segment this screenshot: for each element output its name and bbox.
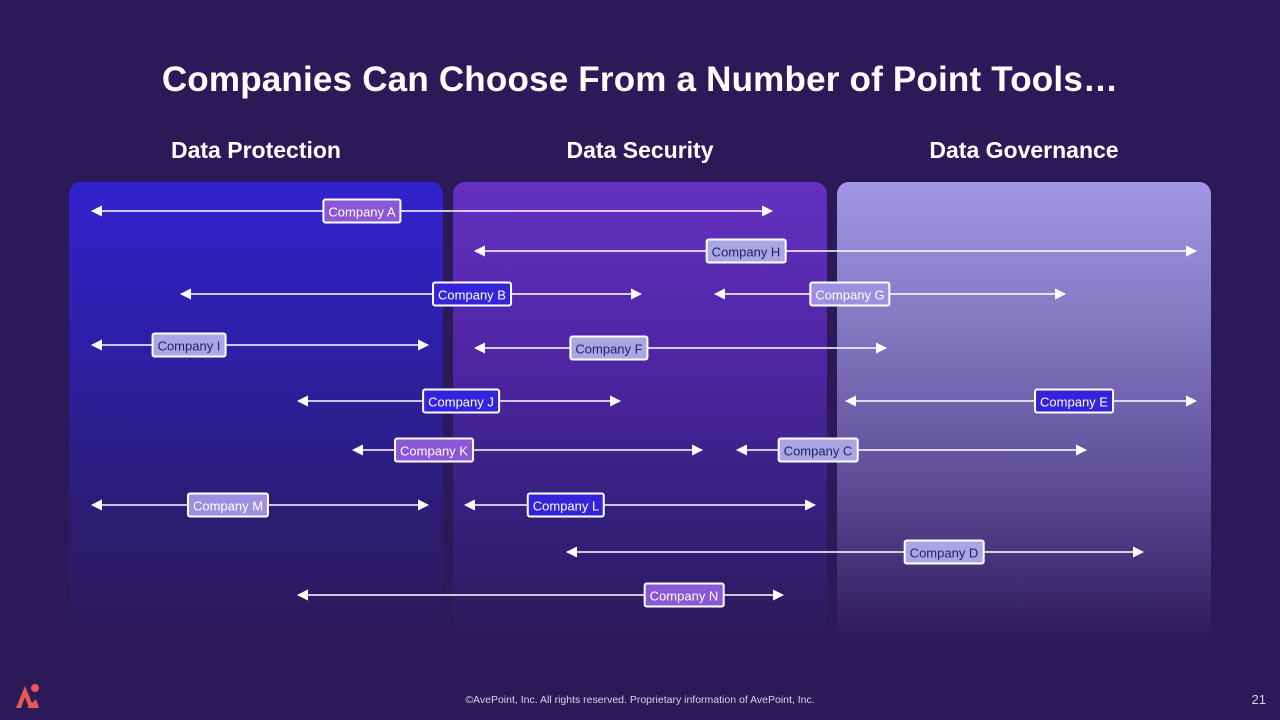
slide-title: Companies Can Choose From a Number of Po…: [161, 60, 1119, 99]
company-i-label: Company I: [151, 332, 227, 358]
company-m-label: Company M: [186, 492, 270, 518]
data-governance-panel: [837, 182, 1211, 642]
company-j-label: Company J: [422, 388, 500, 414]
company-l-label: Company L: [526, 492, 606, 518]
column-heading-data-protection: Data Protection: [171, 137, 341, 163]
page-number: 21: [1251, 692, 1266, 707]
company-g-label: Company G: [809, 281, 891, 307]
column-heading-data-governance: Data Governance: [929, 137, 1119, 163]
company-d-label: Company D: [903, 539, 985, 565]
company-n-label: Company N: [643, 582, 725, 608]
copyright-footer: ©AvePoint, Inc. All rights reserved. Pro…: [465, 694, 815, 706]
company-c-label: Company C: [777, 437, 859, 463]
company-b-label: Company B: [432, 281, 512, 307]
company-k-label: Company K: [394, 437, 474, 463]
company-e-label: Company E: [1034, 388, 1114, 414]
company-f-label: Company F: [569, 335, 649, 361]
data-protection-panel: [69, 182, 443, 642]
avepoint-logo-icon: [16, 684, 39, 708]
company-h-label: Company H: [705, 238, 787, 264]
column-heading-data-security: Data Security: [566, 137, 714, 163]
company-a-label: Company A: [322, 198, 402, 224]
